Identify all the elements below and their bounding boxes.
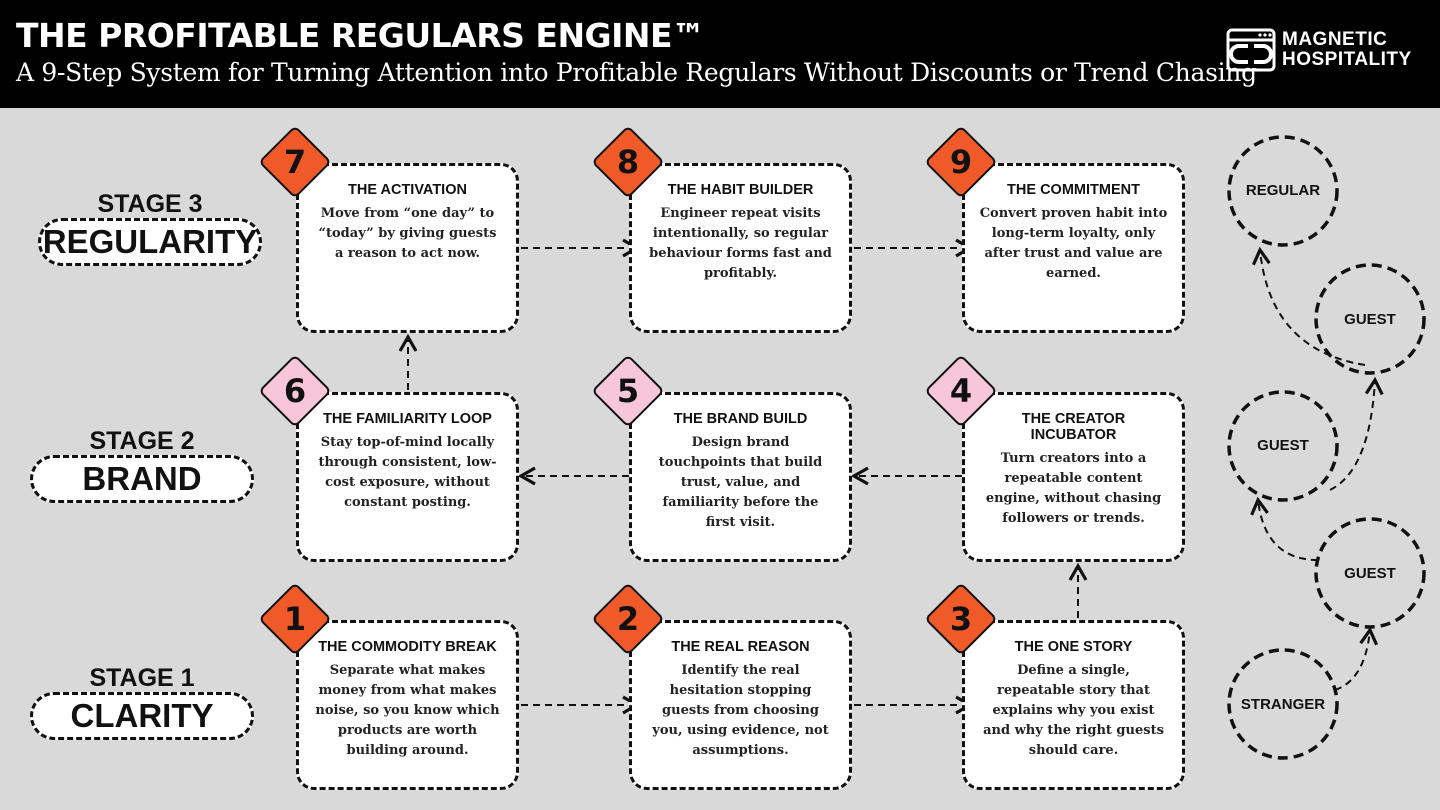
step-title: THE REAL REASON bbox=[671, 639, 810, 655]
step-number: 4 bbox=[949, 372, 973, 410]
step-card-1: THE COMMODITY BREAK Separate what makes m… bbox=[296, 620, 519, 790]
step-title: THE FAMILIARITY LOOP bbox=[323, 411, 492, 427]
step-number: 1 bbox=[283, 600, 307, 638]
step-number: 9 bbox=[949, 143, 973, 181]
step-number: 6 bbox=[283, 372, 307, 410]
step-description: Move from “one day” to “today” by giving… bbox=[318, 206, 497, 261]
arrow-guest-guest-1 bbox=[1250, 496, 1319, 561]
header: THE PROFITABLE REGULARS ENGINE™ A 9-Step… bbox=[0, 0, 1440, 108]
step-number: 3 bbox=[949, 600, 973, 638]
journey-circle bbox=[1227, 390, 1339, 502]
page-title: THE PROFITABLE REGULARS ENGINE™ bbox=[16, 16, 705, 55]
step-number: 2 bbox=[616, 600, 640, 638]
logo-line-1: MAGNETIC bbox=[1282, 29, 1388, 50]
stage-2-label: STAGE 2 bbox=[89, 427, 195, 455]
step-title: THE CREATOR INCUBATOR bbox=[1021, 411, 1126, 443]
step-number: 8 bbox=[616, 143, 640, 181]
journey-guest: GUEST bbox=[1344, 311, 1396, 328]
step-card-9: THE COMMITMENT Convert proven habit into … bbox=[962, 163, 1185, 333]
step-description: Stay top-of-mind locally through consist… bbox=[318, 435, 497, 510]
step-number: 5 bbox=[616, 372, 640, 410]
journey-stranger: STRANGER bbox=[1240, 696, 1326, 713]
step-title: THE ACTIVATION bbox=[348, 182, 467, 198]
journey-circle bbox=[1227, 648, 1339, 760]
step-description: Convert proven habit into long-term loya… bbox=[979, 206, 1168, 281]
page-subtitle: A 9-Step System for Turning Attention in… bbox=[16, 58, 1257, 87]
step-description: Design brand touchpoints that build trus… bbox=[658, 435, 823, 530]
stage-1-name: CLARITY bbox=[30, 692, 254, 740]
arrow-guest-regular bbox=[1251, 246, 1366, 366]
arrow-guest-guest-2 bbox=[1329, 376, 1384, 491]
step-title: THE ONE STORY bbox=[1014, 639, 1133, 655]
step-card-4: THE CREATOR INCUBATOR Turn creators into … bbox=[962, 392, 1185, 562]
step-description: Engineer repeat visits intentionally, so… bbox=[649, 206, 832, 281]
step-card-3: THE ONE STORY Define a single, repeatable… bbox=[962, 620, 1185, 790]
stage-3-label: STAGE 3 bbox=[97, 190, 203, 218]
arrow-stranger-guest bbox=[1334, 626, 1379, 691]
step-title: THE COMMITMENT bbox=[1007, 182, 1140, 198]
step-card-2: THE REAL REASON Identify the real hesitat… bbox=[629, 620, 852, 790]
journey-circle bbox=[1227, 135, 1339, 247]
journey-guest: GUEST bbox=[1344, 565, 1396, 582]
step-title: THE BRAND BUILD bbox=[673, 411, 808, 427]
journey-guest: GUEST bbox=[1257, 437, 1309, 454]
step-number: 7 bbox=[283, 143, 307, 181]
stage-1-label: STAGE 1 bbox=[89, 664, 195, 692]
step-card-5: THE BRAND BUILD Design brand touchpoints … bbox=[629, 392, 852, 562]
step-description: Identify the real hesitation stopping gu… bbox=[652, 663, 829, 758]
step-description: Define a single, repeatable story that e… bbox=[983, 663, 1164, 758]
step-card-7: THE ACTIVATION Move from “one day” to “to… bbox=[296, 163, 519, 333]
step-card-6: THE FAMILIARITY LOOP Stay top-of-mind loc… bbox=[296, 392, 519, 562]
stage-2-name: BRAND bbox=[30, 455, 254, 503]
step-title: THE COMMODITY BREAK bbox=[318, 639, 497, 655]
magnet-logo-icon bbox=[1226, 28, 1276, 72]
step-description: Turn creators into a repeatable content … bbox=[985, 451, 1162, 526]
logo-line-2: HOSPITALITY bbox=[1282, 49, 1412, 70]
stage-3-name: REGULARITY bbox=[38, 218, 262, 266]
step-card-8: THE HABIT BUILDER Engineer repeat visits … bbox=[629, 163, 852, 333]
journey-circle bbox=[1314, 517, 1426, 629]
journey-circle bbox=[1314, 263, 1426, 375]
step-title: THE HABIT BUILDER bbox=[667, 182, 814, 198]
journey-regular: REGULAR bbox=[1245, 182, 1321, 199]
step-description: Separate what makes money from what make… bbox=[315, 663, 500, 758]
